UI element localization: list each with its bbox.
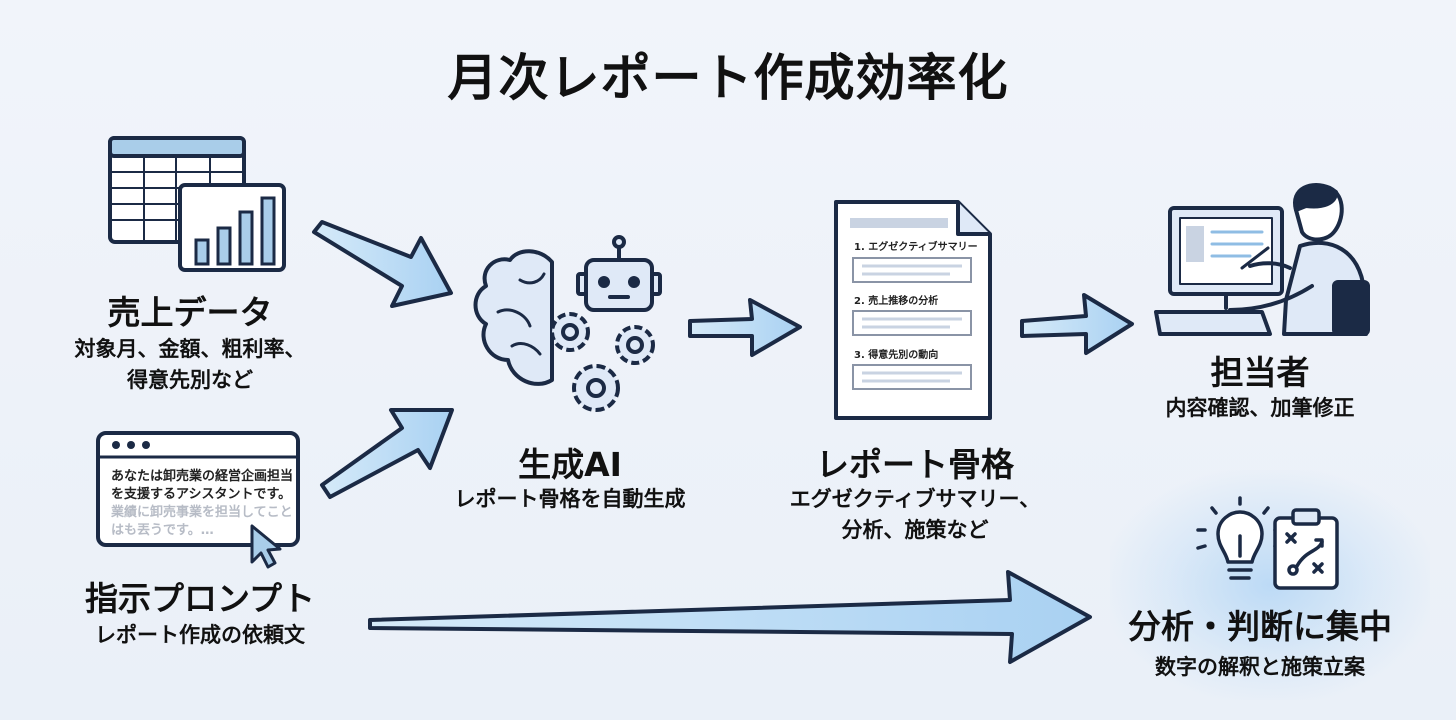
prompt-window-icon xyxy=(96,431,300,547)
report-section-1: 1. エグゼクティブサマリー xyxy=(854,240,978,253)
person-title: 担当者 xyxy=(1210,353,1310,392)
sales-data-title: 売上データ xyxy=(107,293,273,332)
report-section-2: 2. 売上推移の分析 xyxy=(854,294,938,307)
person-at-computer-icon xyxy=(1154,183,1370,336)
ai-desc: レポート骨格を自動生成 xyxy=(454,487,686,511)
prompt-line-4: はも丟うです。… xyxy=(111,523,214,538)
prompt-desc: レポート作成の依頼文 xyxy=(95,623,305,647)
prompt-title: 指示プロンプト xyxy=(84,579,315,618)
bar-chart-icon xyxy=(178,183,286,272)
lightbulb-icon xyxy=(1196,496,1284,580)
cursor-icon xyxy=(250,524,282,569)
page-title: 月次レポート作成効率化 xyxy=(447,49,1009,107)
strategy-clipboard-icon xyxy=(1273,508,1339,590)
arrow-sales-to-ai xyxy=(312,220,453,308)
arrow-report-to-person xyxy=(1020,293,1134,355)
focus-glow xyxy=(1110,470,1430,700)
gear-icon xyxy=(550,312,655,412)
ai-title: 生成AI xyxy=(518,445,622,484)
brain-icon xyxy=(473,249,554,386)
focus-desc: 数字の解釈と施策立案 xyxy=(1155,655,1365,679)
prompt-line-1: あなたは卸売業の経営企画担当 xyxy=(111,468,293,484)
focus-title: 分析・判断に集中 xyxy=(1128,607,1392,646)
report-title: レポート骨格 xyxy=(816,445,1014,484)
arrow-prompt-to-ai xyxy=(320,408,454,499)
sales-data-desc-2: 得意先別など xyxy=(127,368,253,392)
arrow-prompt-to-focus xyxy=(368,570,1092,664)
arrow-ai-to-report xyxy=(688,298,802,357)
person-desc: 内容確認、加筆修正 xyxy=(1165,396,1355,420)
prompt-line-3: 業績に卸売事業を担当してこと xyxy=(110,504,293,520)
report-document-icon xyxy=(834,200,992,420)
report-desc-2: 分析、施策など xyxy=(841,518,989,542)
prompt-line-2: を支援するアシスタントです。 xyxy=(111,486,291,502)
report-desc-1: エグゼクティブサマリー、 xyxy=(789,487,1041,511)
sales-data-desc-1: 対象月、金額、粗利率、 xyxy=(74,337,306,361)
robot-icon xyxy=(576,235,662,312)
report-section-3: 3. 得意先別の動向 xyxy=(854,348,938,361)
